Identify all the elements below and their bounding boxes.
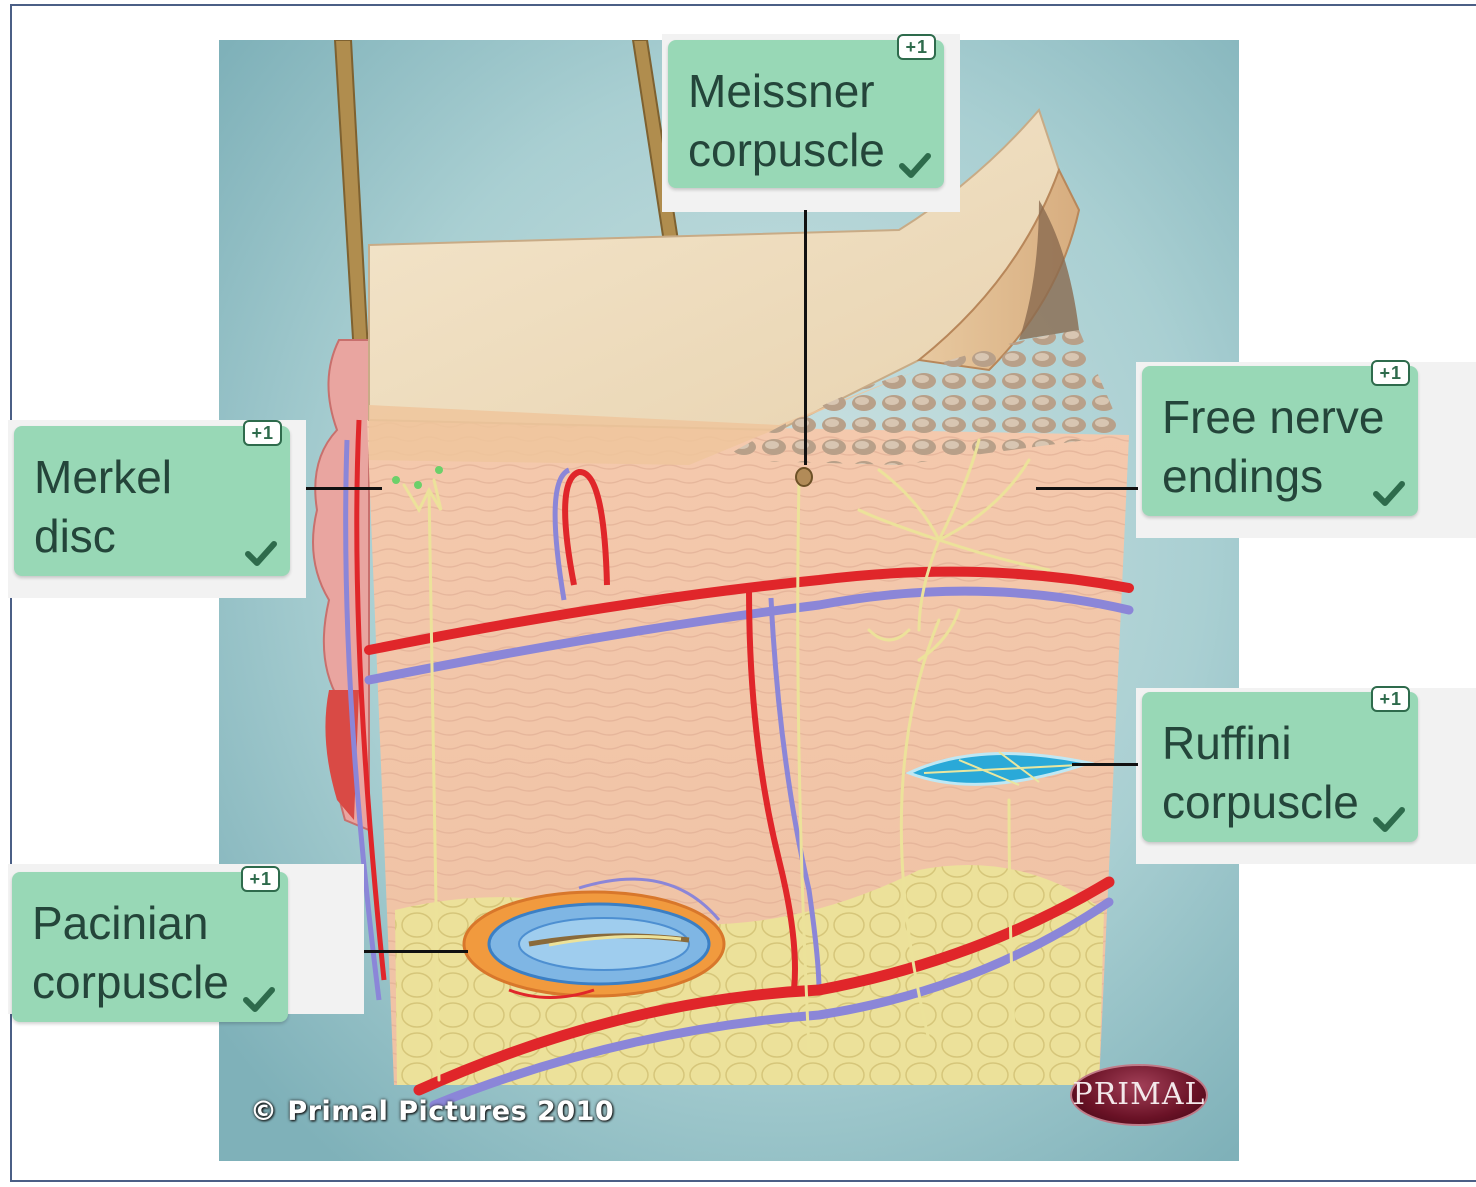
label-meissner-corpuscle[interactable]: Meissner corpuscle +1	[668, 40, 944, 188]
logo-text: PRIMAL	[1072, 1066, 1206, 1124]
copyright-text: © Primal Pictures 2010	[250, 1096, 614, 1127]
pacinian-leader-line	[364, 950, 468, 953]
merkel-leader-line	[306, 487, 382, 490]
primal-logo: PRIMAL	[1070, 1064, 1208, 1126]
checkmark-icon	[242, 984, 276, 1014]
ruffini-leader-line	[1072, 763, 1138, 766]
points-badge: +1	[897, 34, 936, 60]
free-nerve-leader-line	[1036, 487, 1138, 490]
points-badge: +1	[1371, 360, 1410, 386]
label-ruffini-corpuscle[interactable]: Ruffini corpuscle +1	[1142, 692, 1418, 842]
meissner-leader-line	[804, 210, 807, 465]
checkmark-icon	[898, 150, 932, 180]
checkmark-icon	[1372, 478, 1406, 508]
checkmark-icon	[1372, 804, 1406, 834]
points-badge: +1	[1371, 686, 1410, 712]
points-badge: +1	[241, 866, 280, 892]
label-pacinian-corpuscle[interactable]: Pacinian corpuscle +1	[12, 872, 288, 1022]
label-merkel-disc[interactable]: Merkel disc +1	[14, 426, 290, 576]
label-free-nerve-endings[interactable]: Free nerve endings +1	[1142, 366, 1418, 516]
points-badge: +1	[243, 420, 282, 446]
checkmark-icon	[244, 538, 278, 568]
